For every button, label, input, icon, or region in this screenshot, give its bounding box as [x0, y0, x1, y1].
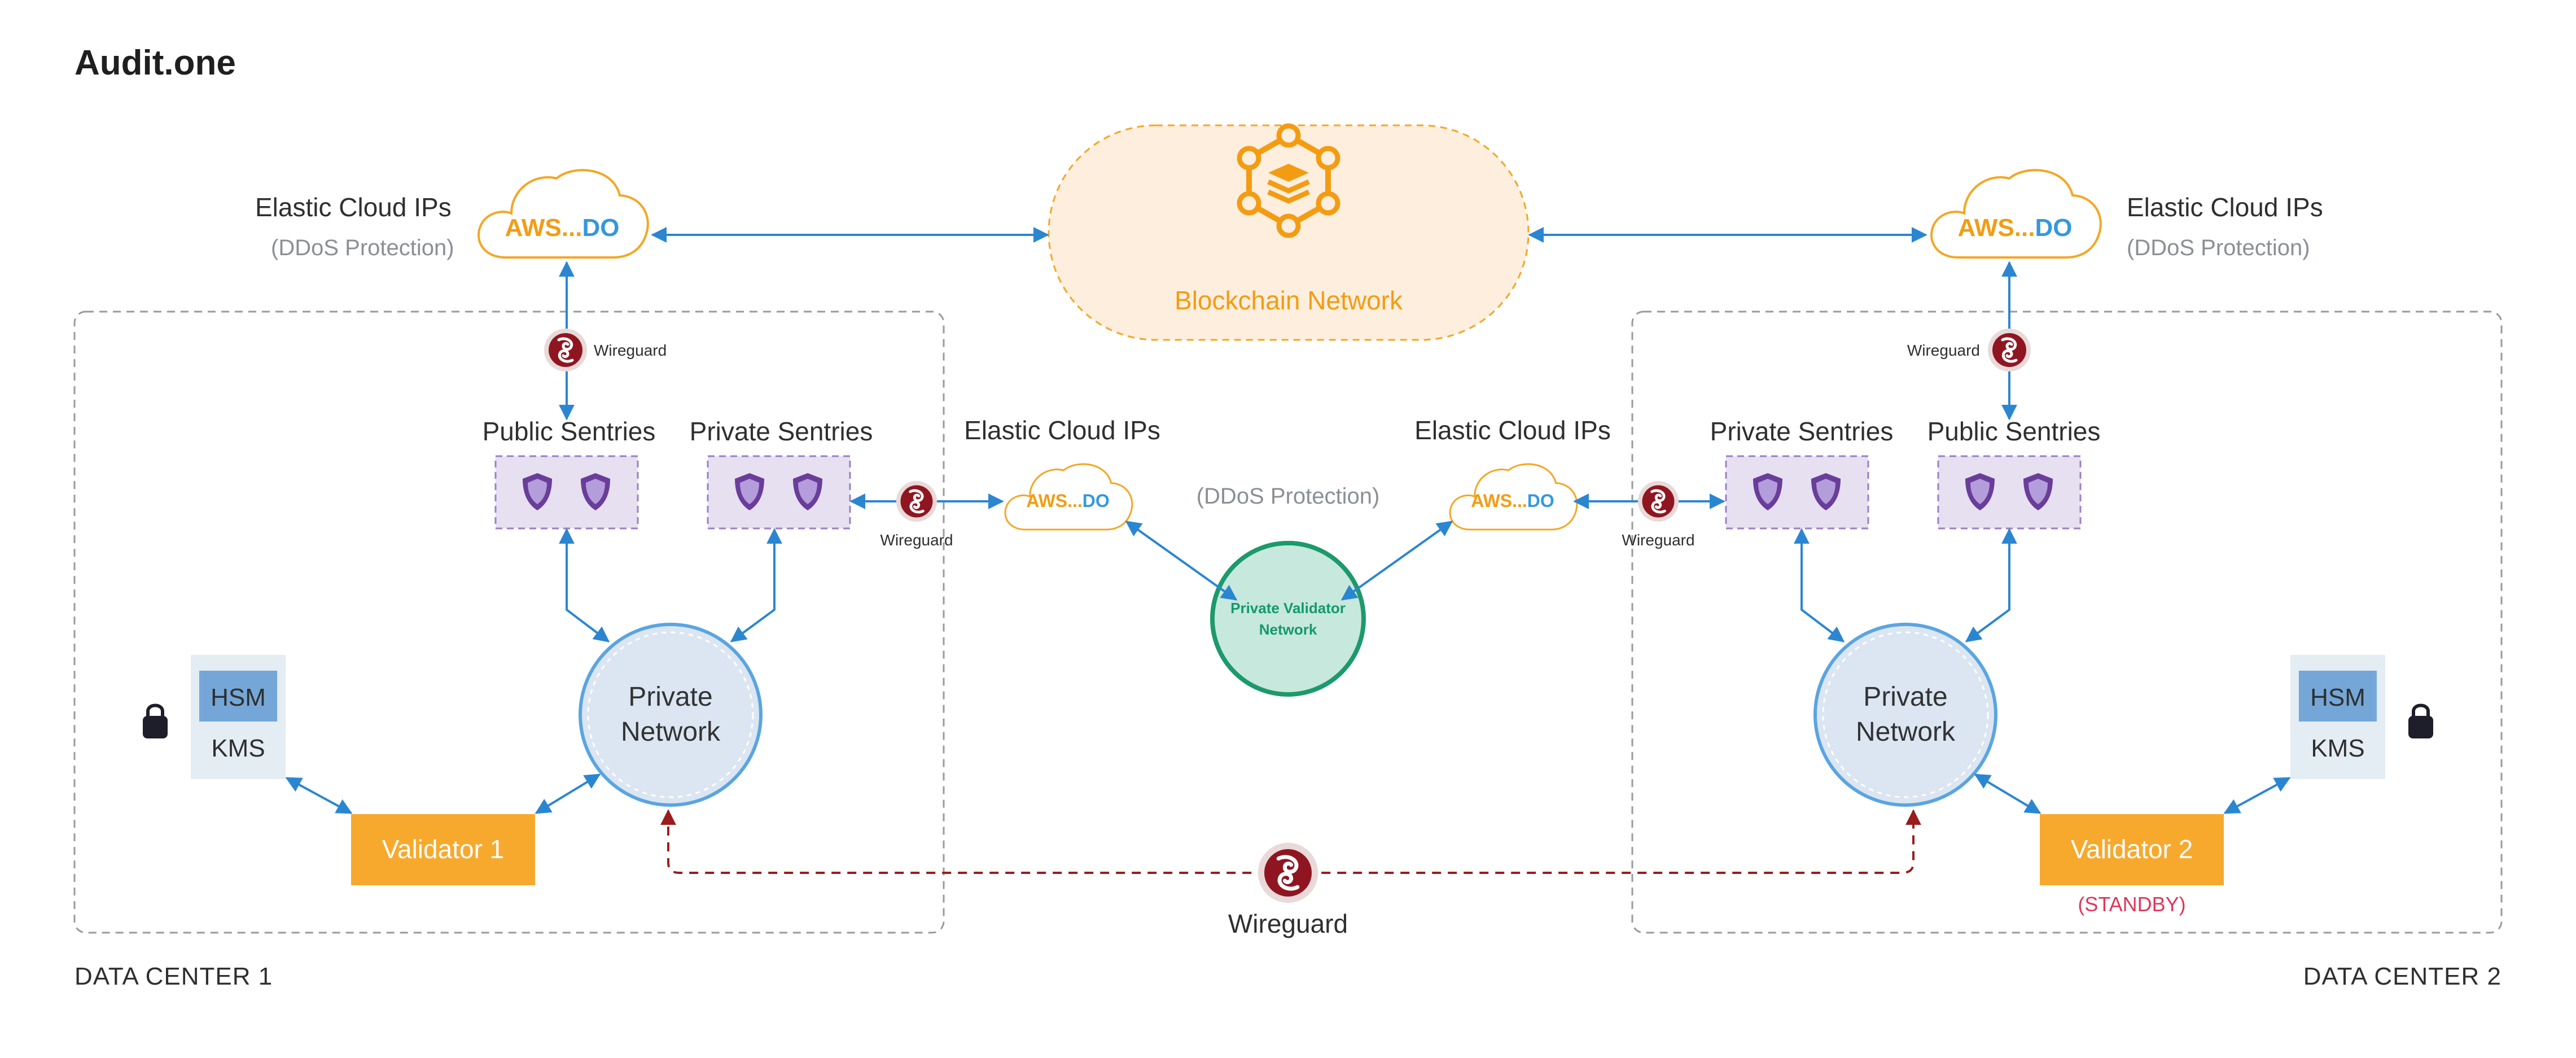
private-network-label-line2: Network — [1856, 717, 1956, 747]
wireguard-icon — [1258, 843, 1318, 903]
lock-icon — [143, 706, 168, 739]
data-center-2-boundary — [1631, 311, 2503, 934]
link-private-sentries-private-network — [730, 528, 782, 642]
wireguard-label: Wireguard — [1907, 342, 1980, 359]
validator-2-node — [2040, 814, 2224, 885]
data-center-2-label: DATA CENTER 2 — [2303, 963, 2501, 990]
kms-label: KMS — [2311, 735, 2364, 762]
blockchain-network-label: Blockchain Network — [1175, 286, 1403, 315]
ddos-protection-label: (DDoS Protection) — [271, 235, 454, 260]
public-sentries-box — [494, 455, 639, 530]
wireguard-icon — [1988, 329, 2031, 371]
hsm-label: HSM — [2310, 684, 2365, 711]
private-validator-network-node — [1210, 541, 1366, 697]
cloud-aws-do-label: AWS...DO — [1471, 491, 1554, 511]
private-network-label-line2: Network — [621, 717, 721, 747]
private-network-inner-ring — [587, 631, 754, 798]
kms-label: KMS — [211, 735, 265, 762]
elastic-cloud-ips-label: Elastic Cloud IPs — [255, 193, 452, 222]
cloud-aws-do-label: AWS...DO — [505, 214, 620, 242]
hsm-box — [2299, 671, 2377, 722]
private-network-label-line1: Private — [628, 682, 712, 712]
private-sentries-title: Private Sentries — [690, 417, 873, 446]
link-public-sentries-private-network — [559, 528, 610, 642]
private-network-label-line1: Private — [1863, 682, 1947, 712]
cloud-aws-do-label: AWS...DO — [1026, 491, 1110, 511]
wireguard-label: Wireguard — [1228, 909, 1348, 938]
data-center-1-label: DATA CENTER 1 — [75, 963, 273, 990]
wireguard-icon — [544, 329, 587, 371]
hsm-box — [199, 671, 277, 722]
private-validator-network-label-line1: Private Validator — [1230, 600, 1346, 617]
ddos-protection-label: (DDoS Protection) — [1197, 484, 1380, 509]
public-sentries-box — [1937, 455, 2082, 530]
elastic-cloud-ips-label: Elastic Cloud IPs — [1414, 416, 1611, 445]
wireguard-icon — [1638, 481, 1679, 522]
private-validator-network-label-line2: Network — [1259, 621, 1317, 638]
page-title: Audit.one — [75, 43, 236, 82]
link-kms-validator-2 — [2223, 777, 2291, 814]
wireguard-icon — [896, 481, 937, 522]
private-network-node — [1813, 623, 1997, 807]
wireguard-label: Wireguard — [594, 342, 667, 359]
data-center-1-boundary — [73, 311, 945, 934]
lock-icon — [2408, 706, 2433, 739]
public-sentries-title: Public Sentries — [483, 417, 656, 446]
private-sentries-title: Private Sentries — [1710, 417, 1894, 446]
link-mid-cloud-right-pvn — [1340, 521, 1453, 601]
public-sentries-title: Public Sentries — [1927, 417, 2101, 446]
link-kms-validator-1 — [285, 777, 353, 814]
private-sentries-box — [707, 455, 851, 530]
elastic-cloud-ips-label: Elastic Cloud IPs — [964, 416, 1160, 445]
elastic-cloud-ips-label: Elastic Cloud IPs — [2127, 193, 2323, 222]
private-network-inner-ring — [1822, 631, 1989, 798]
link-validator-2-private-network — [1974, 773, 2041, 814]
wireguard-label: Wireguard — [1622, 531, 1694, 549]
standby-label: (STANDBY) — [2078, 893, 2185, 916]
ddos-protection-label: (DDoS Protection) — [2127, 235, 2310, 260]
blockchain-icon — [1237, 123, 1340, 238]
validator-1-node — [351, 814, 535, 885]
hsm-label: HSM — [211, 684, 266, 711]
link-private-sentries-private-network — [1794, 528, 1845, 642]
link-validator-1-private-network — [535, 773, 601, 814]
validator-1-label: Validator 1 — [382, 834, 505, 864]
wireguard-label: Wireguard — [880, 531, 953, 549]
cloud-aws-do-label: AWS...DO — [1958, 214, 2073, 242]
link-mid-cloud-left-pvn — [1125, 521, 1238, 601]
private-sentries-box — [1725, 455, 1869, 530]
link-public-sentries-private-network — [1965, 528, 2017, 642]
private-network-node — [579, 623, 763, 807]
validator-2-label: Validator 2 — [2071, 834, 2193, 864]
